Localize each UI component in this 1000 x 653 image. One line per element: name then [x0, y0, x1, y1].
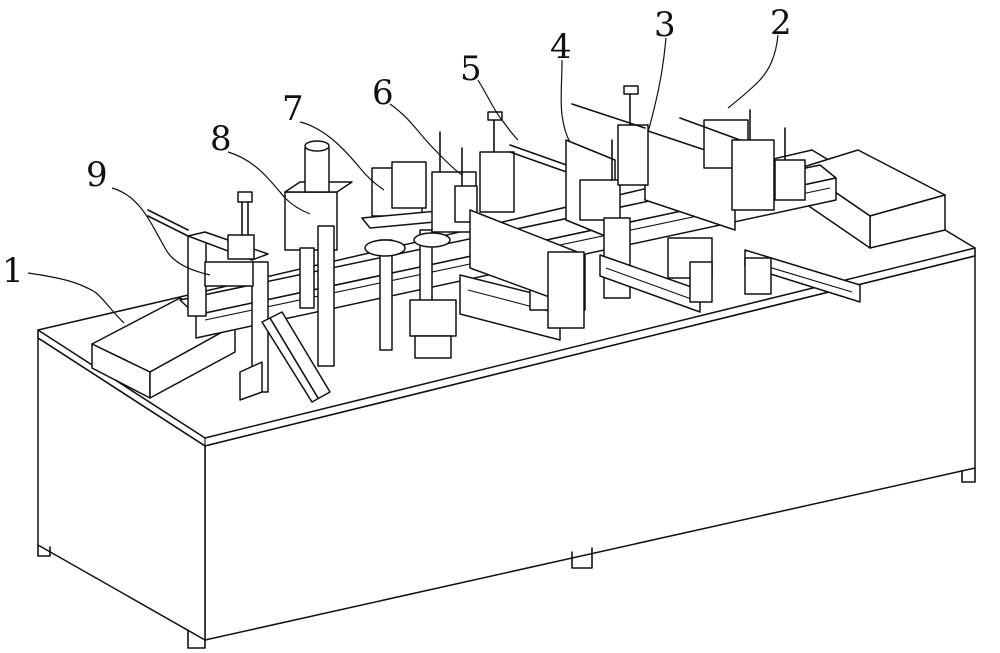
callout-6: 6 — [372, 73, 394, 113]
callout-7: 7 — [282, 89, 304, 129]
callout-5: 5 — [460, 49, 482, 89]
callout-4: 4 — [550, 27, 572, 67]
station-4 — [565, 139, 701, 313]
leader-4 — [560, 59, 571, 143]
station-2 — [679, 109, 861, 303]
leader-5 — [477, 79, 519, 141]
station-7 — [361, 161, 479, 359]
leader-6 — [389, 103, 463, 176]
station-8 — [284, 140, 353, 367]
leader-1 — [27, 272, 125, 324]
leader-9 — [111, 187, 211, 276]
leader-3 — [647, 37, 667, 133]
callout-1: 1 — [2, 251, 24, 291]
station-9 — [147, 191, 269, 393]
callout-8: 8 — [210, 119, 232, 159]
station-5 — [469, 111, 586, 329]
callout-9: 9 — [86, 155, 108, 195]
callout-labels: 1 2 3 4 5 6 7 8 9 — [2, 3, 792, 291]
callout-2: 2 — [770, 3, 792, 43]
leader-7 — [299, 121, 385, 191]
leader-2 — [727, 34, 779, 109]
callout-3: 3 — [654, 5, 676, 45]
discharge-chute — [239, 311, 331, 403]
leader-lines — [27, 34, 779, 324]
leader-8 — [227, 151, 311, 215]
